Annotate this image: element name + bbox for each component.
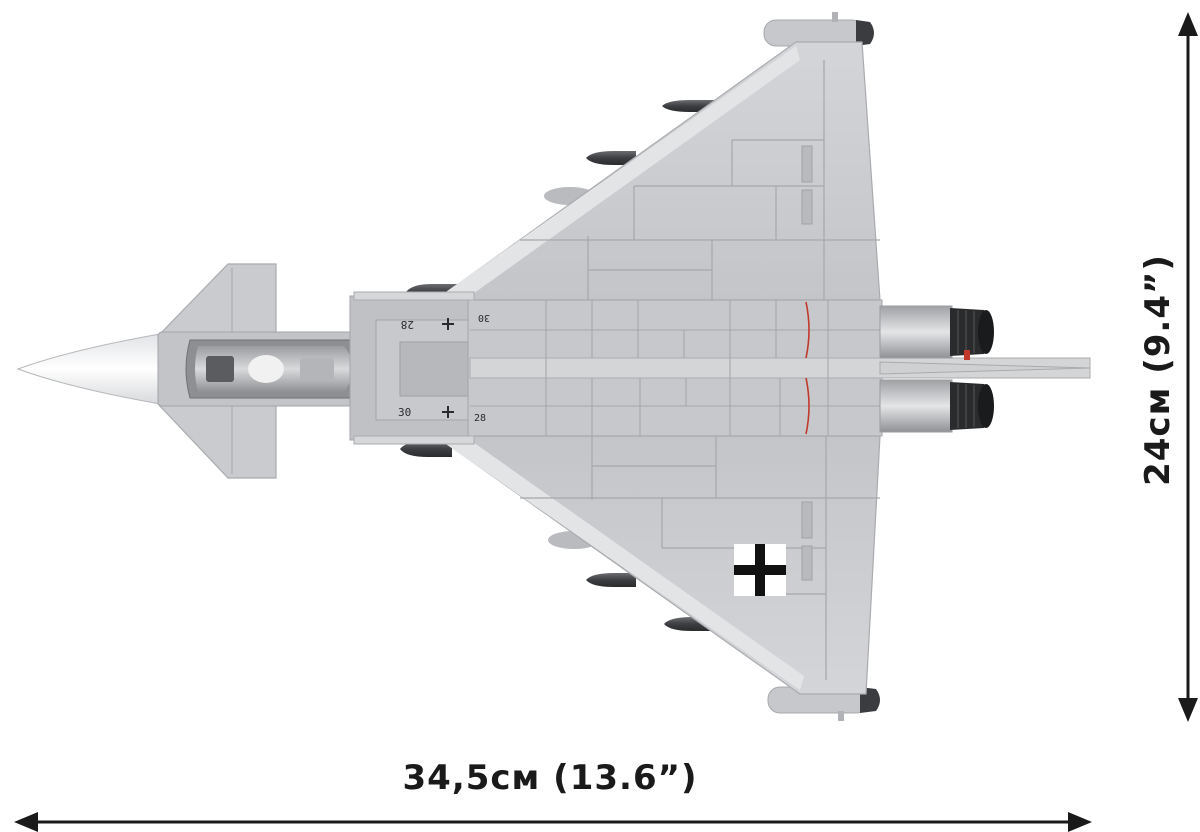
wing-bottom [434, 435, 881, 695]
nose-number-top-mirror: 28 [401, 318, 414, 331]
canard-bottom [156, 403, 277, 479]
wing-top [434, 41, 881, 301]
engines [879, 305, 994, 433]
width-arrow [14, 812, 1092, 832]
nose-number-top: 30 [478, 312, 490, 323]
height-arrow [1178, 12, 1198, 722]
length-dimension-label: 34,5см (13.6”) [402, 758, 698, 798]
markings: 28 30 30 28 [398, 312, 786, 596]
missile-bottom-1 [400, 441, 452, 457]
canard-top [156, 263, 277, 337]
balkenkreuz-icon [734, 544, 786, 596]
nose-cone [16, 333, 161, 405]
height-dimension-label: 24см (9.4”) [1138, 254, 1178, 486]
nose-number-bottom-mirror: 28 [474, 413, 486, 424]
fuselage [16, 291, 1091, 445]
missile-top-2 [586, 151, 636, 165]
missile-bottom-2 [586, 573, 636, 587]
engine-bottom [879, 379, 994, 433]
wingtip-pod-top [763, 12, 874, 47]
nose-number-bottom: 30 [398, 406, 411, 419]
engine-top [879, 305, 994, 359]
small-cross-icon [442, 318, 454, 418]
canopy [185, 339, 362, 399]
